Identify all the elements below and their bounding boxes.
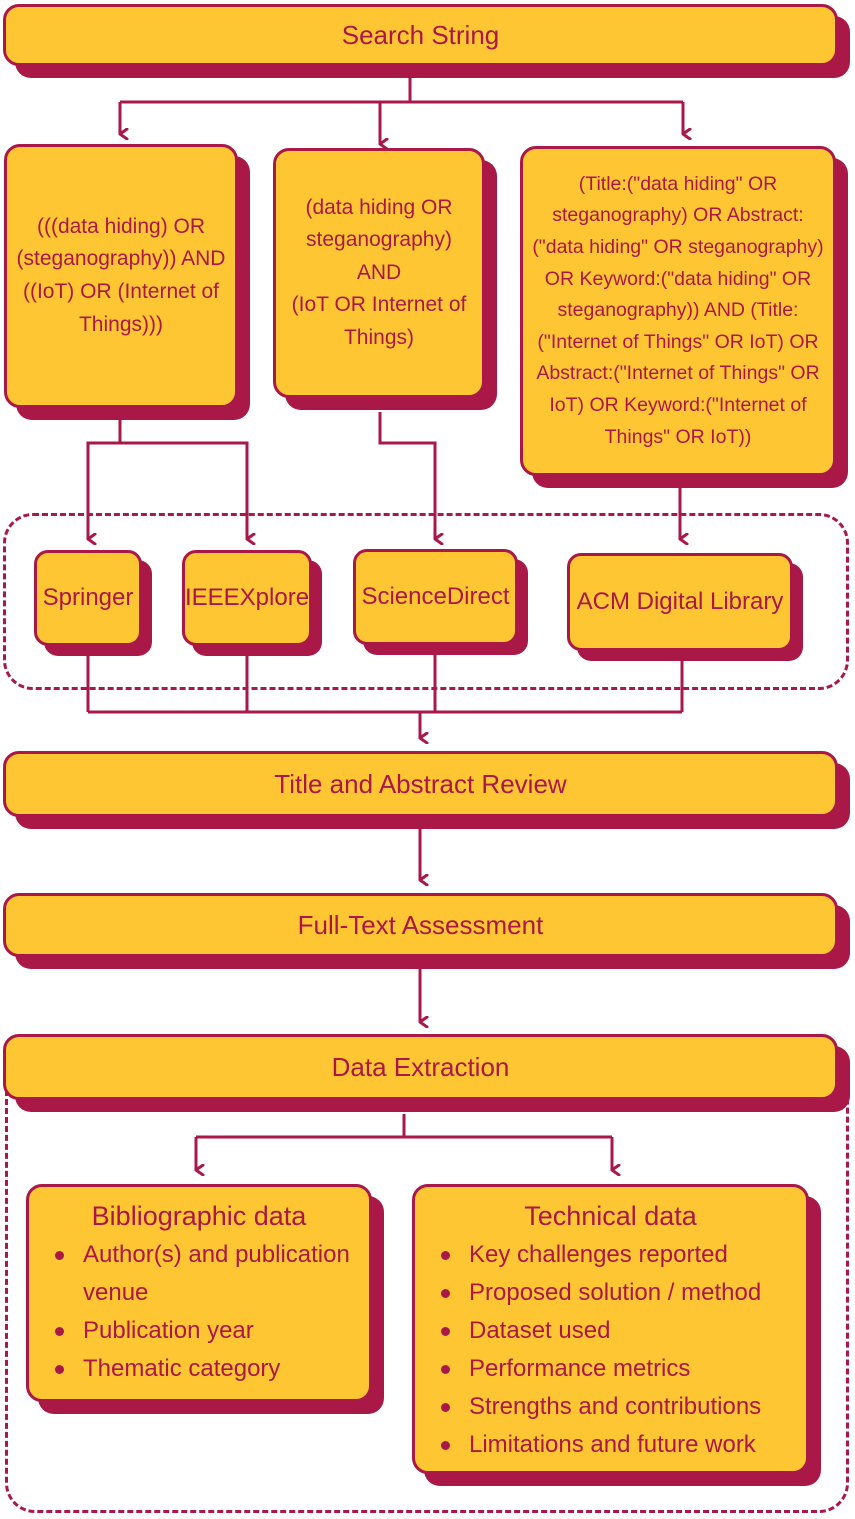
full-text-assessment-box: Full-Text Assessment bbox=[3, 893, 838, 957]
list-item: Publication year bbox=[47, 1312, 351, 1350]
query-line: (Title:("data hiding" OR bbox=[578, 172, 778, 195]
technical-data-box: Technical data Key challenges reported P… bbox=[412, 1184, 809, 1474]
library-acm: ACM Digital Library bbox=[567, 553, 793, 651]
query-line: steganography) OR Abstract: bbox=[552, 204, 804, 227]
bibliographic-data-list: Author(s) and publication venue Publicat… bbox=[47, 1236, 351, 1388]
title-abstract-review-box: Title and Abstract Review bbox=[3, 751, 838, 817]
search-string-box: Search String bbox=[3, 4, 838, 66]
query-line: ((IoT) OR (Internet of bbox=[22, 280, 220, 303]
query-box-springer-ieee: (((data hiding) OR (steganography)) AND … bbox=[4, 144, 238, 408]
query-line: ("Internet of Things" OR IoT) OR bbox=[537, 330, 819, 353]
query-box-sciencedirect: (data hiding OR steganography) AND (IoT … bbox=[273, 148, 485, 398]
list-item: Strengths and contributions bbox=[433, 1388, 761, 1426]
stage-label: Full-Text Assessment bbox=[297, 909, 544, 940]
list-item: Proposed solution / method bbox=[433, 1274, 761, 1312]
query-box-acm: (Title:("data hiding" OR steganography) … bbox=[520, 146, 836, 476]
query-line: (steganography)) AND bbox=[16, 247, 226, 271]
query-line: (IoT OR Internet of bbox=[291, 293, 467, 317]
query-line: OR Keyword:("data hiding" OR bbox=[544, 267, 812, 290]
query-line: Things" OR IoT)) bbox=[604, 425, 752, 448]
query-line: Things) bbox=[343, 325, 415, 349]
query-line: Abstract:("Internet of Things" OR bbox=[536, 362, 820, 385]
query-line: IoT) OR Keyword:("Internet of bbox=[549, 393, 807, 416]
library-sciencedirect: ScienceDirect bbox=[353, 549, 518, 645]
library-label: Springer bbox=[42, 584, 134, 611]
bibliographic-data-title: Bibliographic data bbox=[91, 1201, 307, 1231]
list-item: Dataset used bbox=[433, 1312, 761, 1350]
library-label: ACM Digital Library bbox=[576, 588, 784, 615]
technical-data-title: Technical data bbox=[524, 1201, 697, 1231]
list-item: Thematic category bbox=[47, 1350, 351, 1388]
libraries-group bbox=[3, 513, 849, 690]
library-springer: Springer bbox=[34, 550, 142, 646]
query-line: (data hiding OR bbox=[305, 195, 453, 219]
query-line: steganography) AND bbox=[306, 228, 452, 284]
list-item: Limitations and future work bbox=[433, 1426, 761, 1464]
stage-label: Data Extraction bbox=[331, 1051, 510, 1082]
query-line: (((data hiding) OR bbox=[36, 214, 206, 238]
query-text: (data hiding OR steganography) AND (IoT … bbox=[282, 192, 476, 355]
library-label: IEEEXplore bbox=[184, 584, 310, 611]
list-item: Author(s) and publication venue bbox=[47, 1236, 351, 1312]
query-line: ("data hiding" OR steganography) bbox=[532, 236, 824, 259]
library-ieeexplore: IEEEXplore bbox=[182, 550, 312, 646]
search-string-label: Search String bbox=[341, 19, 500, 50]
list-item: Performance metrics bbox=[433, 1350, 761, 1388]
list-item: Key challenges reported bbox=[433, 1236, 761, 1274]
query-text: (((data hiding) OR (steganography)) AND … bbox=[17, 211, 226, 341]
data-extraction-box: Data Extraction bbox=[3, 1034, 838, 1100]
library-label: ScienceDirect bbox=[361, 583, 510, 610]
query-line: Things))) bbox=[78, 312, 163, 336]
bibliographic-data-box: Bibliographic data Author(s) and publica… bbox=[26, 1184, 372, 1402]
query-text: (Title:("data hiding" OR steganography) … bbox=[532, 169, 823, 453]
stage-label: Title and Abstract Review bbox=[274, 768, 567, 799]
query-line: steganography)) AND (Title: bbox=[557, 299, 799, 322]
technical-data-list: Key challenges reported Proposed solutio… bbox=[433, 1236, 761, 1463]
